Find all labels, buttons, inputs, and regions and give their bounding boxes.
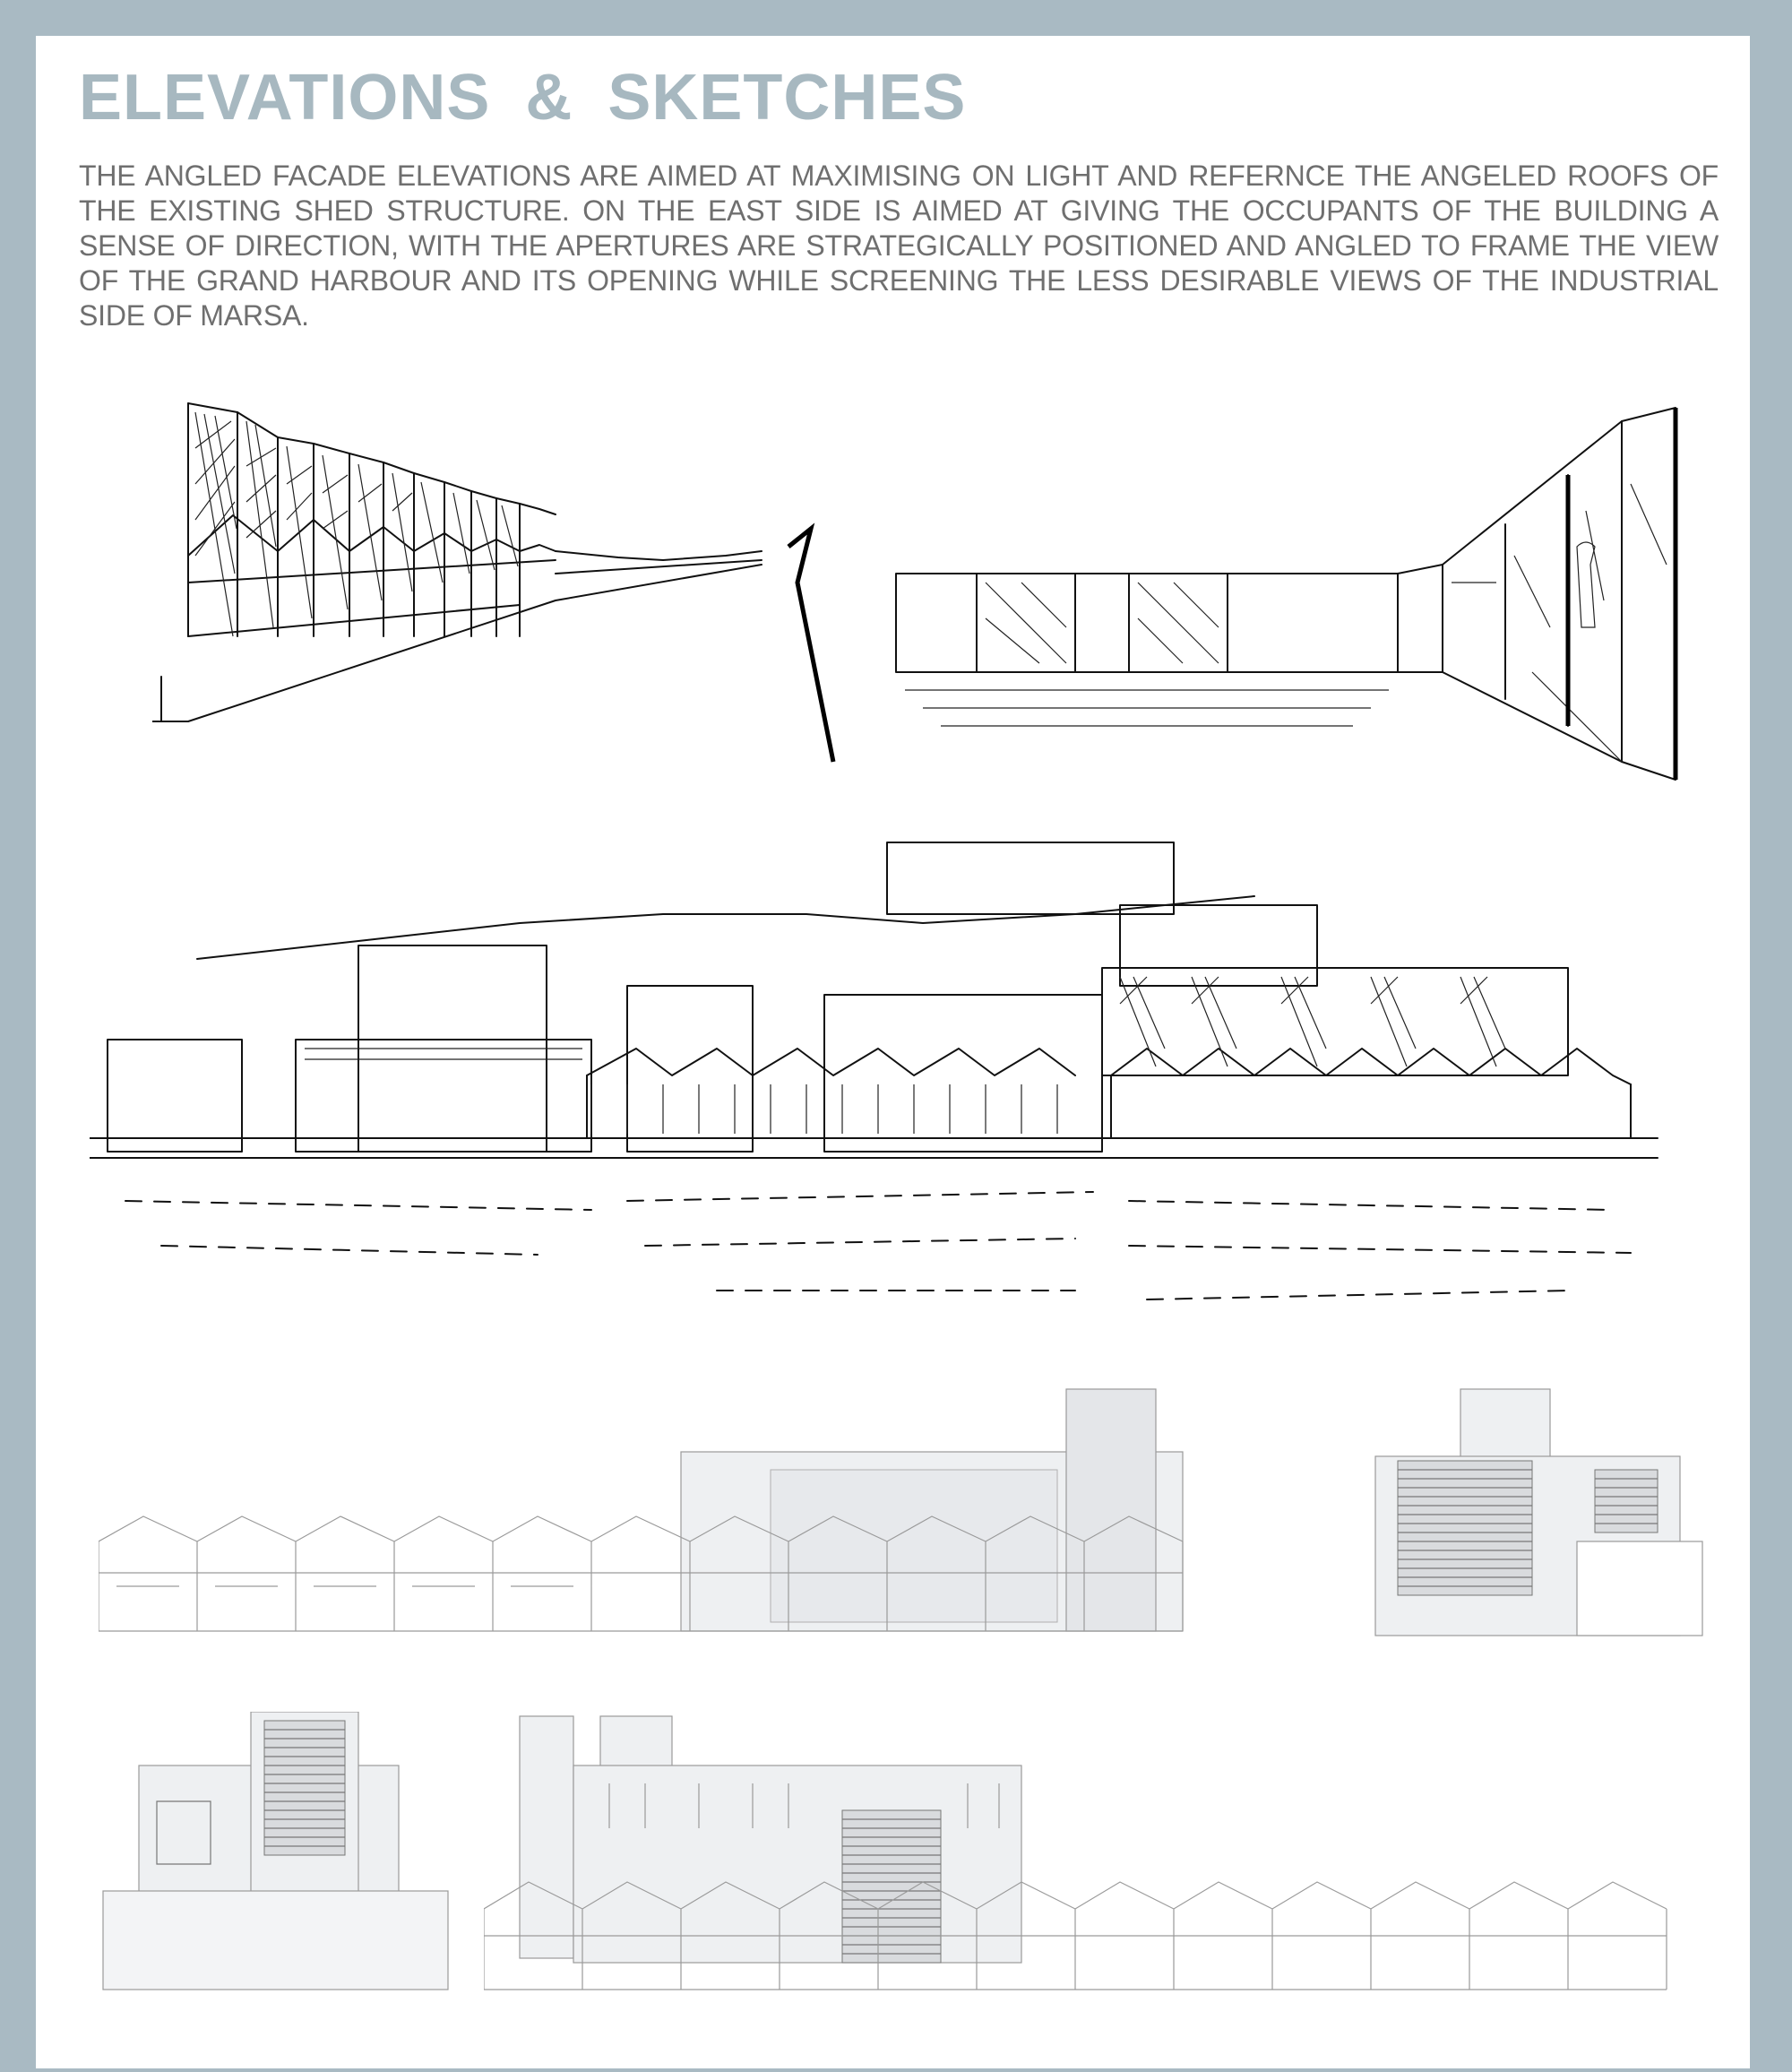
cad-sheds-north [99,1515,1184,1632]
cad-east-louvres [1398,1469,1658,1587]
cad-elevation-south [484,1715,1667,1990]
waterfront-skyline [90,842,1658,1159]
cad-south-louvres [842,1818,941,1955]
page-title: ELEVATIONS & SKETCHES [79,62,967,134]
drawing-sheet: ELEVATIONS & SKETCHES THE ANGLED FACADE … [36,36,1750,2068]
cad-elevation-north [99,1388,1184,1632]
cad-sheds-south [484,1783,1667,1990]
cad-west-louvres [156,1729,345,1865]
cad-elevation-west [102,1712,449,1990]
cad-elevation-east [1374,1388,1703,1636]
waterfront-elevation-sketch [90,842,1658,1300]
waterfront-reflections [125,1191,1632,1300]
waterfront-hatching [305,976,1506,1134]
interior-walls [895,407,1676,781]
street-perspective-sketch [152,402,836,763]
sketch-facade [152,402,762,722]
intro-paragraph: THE ANGLED FACADE ELEVATIONS ARE AIMED A… [79,160,1719,332]
interior-perspective-sketch [895,407,1678,781]
sketch-hatching [194,411,519,637]
interior-hatching [905,483,1667,763]
sketch-foreground-post [787,522,836,763]
